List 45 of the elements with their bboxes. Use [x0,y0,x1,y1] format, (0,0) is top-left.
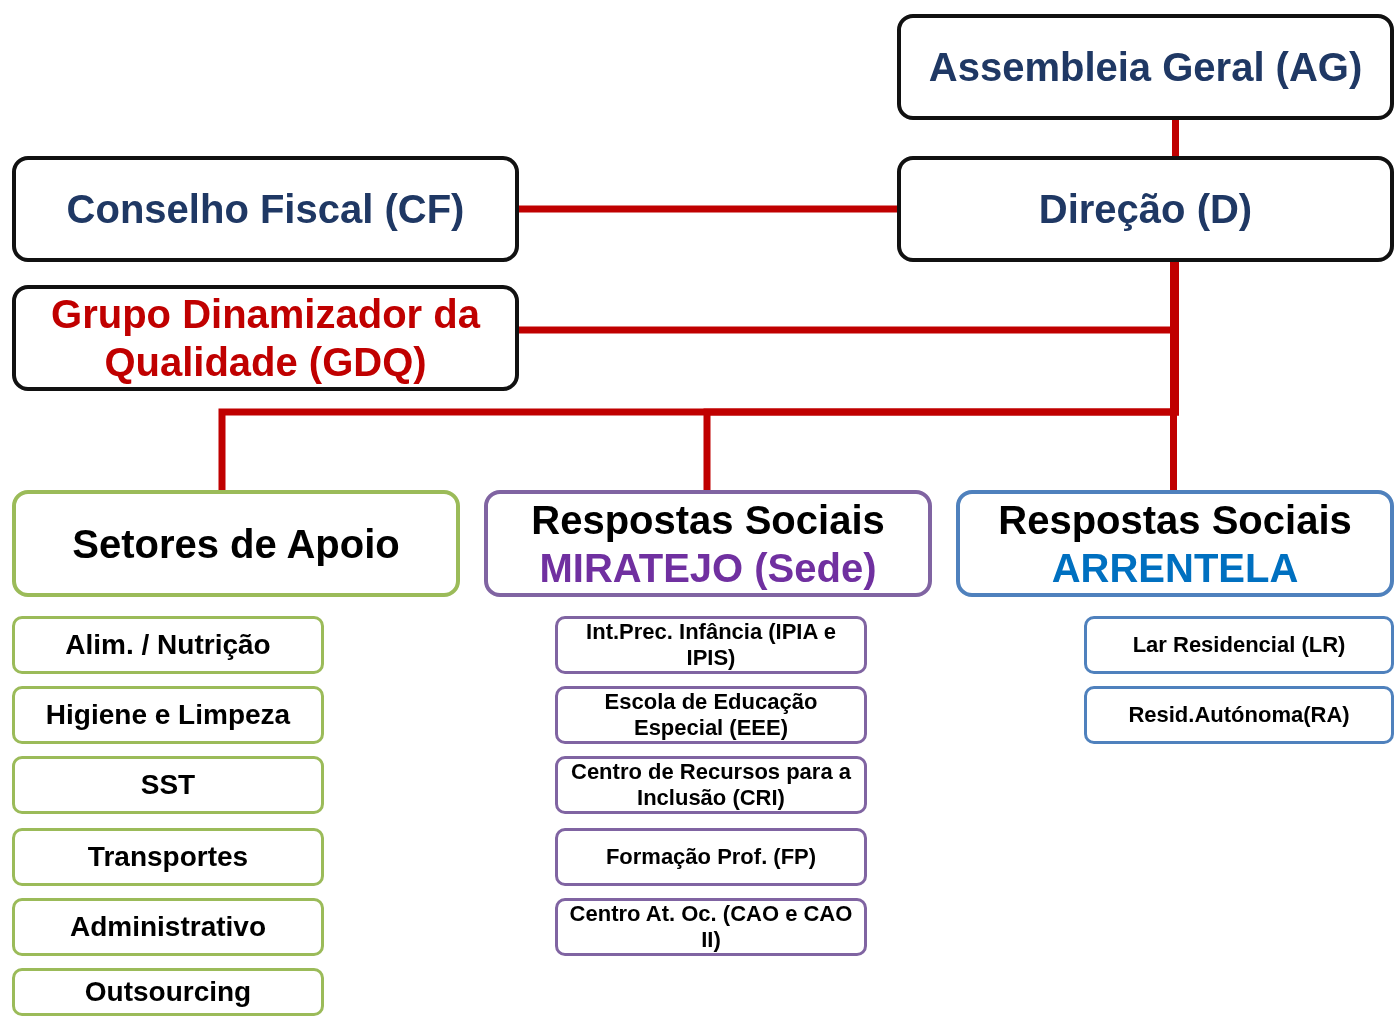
box-title: Lar Residencial (LR) [1132,631,1346,659]
box-title: Escola de Educação Especial (EEE) [603,688,819,742]
org-box [897,156,1394,262]
box-title: Conselho Fiscal (CF) [66,186,465,233]
box-title: Respostas Sociais [998,496,1352,544]
connector-line [1172,120,1179,156]
box-title: Centro At. Oc. (CAO e CAO II) [568,900,854,954]
box-title: Formação Prof. (FP) [605,843,817,871]
org-box [12,490,460,597]
org-box [1084,686,1394,744]
connector-line [1170,262,1177,490]
box-title: Outsourcing [84,975,252,1009]
org-box [12,756,324,814]
org-box [12,285,519,391]
connector-line [519,205,897,213]
org-box [484,490,932,597]
box-title: Grupo Dinamizador da Qualidade (GDQ) [50,291,482,386]
org-box [12,968,324,1016]
box-title: Transportes [87,840,249,874]
org-box [897,14,1394,120]
box-title: Direção (D) [1038,186,1253,233]
org-box [956,490,1394,597]
org-box [555,616,867,674]
org-box [1084,616,1394,674]
org-box [12,616,324,674]
connector-line [703,262,1179,490]
box-title: Int.Prec. Infância (IPIA e IPIS) [585,618,837,672]
box-title: Setores de Apoio [72,520,400,568]
org-box [12,686,324,744]
org-box [12,898,324,956]
org-box [12,828,324,886]
box-title: Assembleia Geral (AG) [928,44,1363,91]
org-box [555,828,867,886]
box-subtitle: ARRENTELA [1051,544,1299,592]
org-box [555,686,867,744]
org-box [555,756,867,814]
org-box [12,156,519,262]
box-title: SST [140,768,196,802]
box-subtitle: MIRATEJO (Sede) [539,544,877,592]
box-title: Administrativo [70,910,266,944]
box-title: Centro de Recursos para a Inclusão (CRI) [570,758,852,812]
box-title: Respostas Sociais [531,496,885,544]
box-title: Higiene e Limpeza [45,698,291,732]
box-title: Alim. / Nutrição [65,628,271,662]
box-title: Resid.Autónoma(RA) [1128,701,1350,729]
